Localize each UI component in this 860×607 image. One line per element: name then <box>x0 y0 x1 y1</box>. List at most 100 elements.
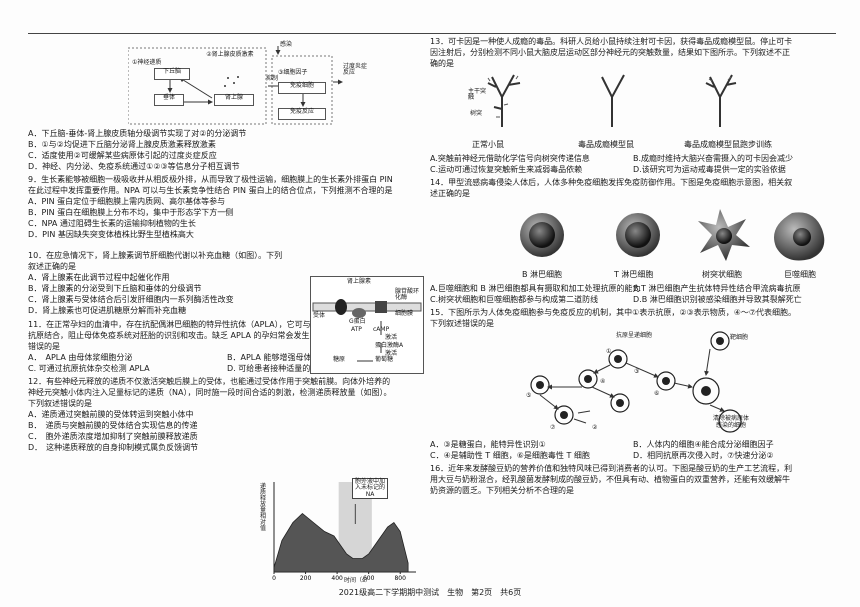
chart-x-tick-label: 800 <box>394 575 406 582</box>
q11-option-c: C. 可通过抗原抗体杂交检测 APLA <box>28 363 150 373</box>
chart-transmitter-release: 0 200 400 600 800 递质释放量相对值 时间（s） 胞外液中加入未标记的N… <box>260 476 422 590</box>
dendrite-caption-normal: 正常小鼠 <box>472 140 504 150</box>
q11-stem-line: 抗原结合，阻止母体免疫系统对胚胎的识别和攻击。缺乏 APLA 的孕妇常会发生习惯… <box>28 330 390 340</box>
dendrite-drawings <box>487 74 737 128</box>
q13-option-c: C.运动可通过恢复突触新生来减弱毒品依赖 <box>430 165 583 175</box>
q8-option-a: A．下丘脑-垂体-肾上腺皮质轴分级调节实现了对②的分泌调节 <box>28 129 247 138</box>
figure-label-cortical-hormone: ②肾上腺皮质激素 <box>206 51 254 58</box>
figure-label-infection: 感染 <box>280 41 293 48</box>
chart-xlabel: 时间（s） <box>344 577 372 584</box>
q13-option-d: D.该研究可为运动戒毒提供一定的实验依据 <box>633 165 786 175</box>
q14-option-b: B.T 淋巴细胞产生抗体特异性结合甲流病毒抗原 <box>633 284 801 294</box>
header-rule-right <box>426 33 836 34</box>
q13-option-b: B.成瘾时维持大脑兴奋需摄入的可卡因会减少 <box>633 154 794 164</box>
figure-neuro-immune: 感染 ①神经递质 ②肾上腺皮质激素 下丘脑 垂体 肾上腺 ③细胞因子 免疫细胞 … <box>128 41 368 127</box>
figure-label-cytokine: ③细胞因子 <box>278 69 308 76</box>
figure-box-hypothalamus: 下丘脑 <box>154 68 190 80</box>
q15-stem-line: 下列叙述错误的是 <box>430 319 494 329</box>
q10-option-b: B．肾上腺素的分泌受到下丘脑和垂体的分级调节 <box>28 284 202 294</box>
figure-signaling-shapes <box>312 299 422 362</box>
figure-label-excessive-inflammation: 过度炎症反应 <box>343 63 368 77</box>
signal-label-adrenaline: 肾上腺素 <box>347 278 372 285</box>
immune-cell-drawings <box>520 209 825 262</box>
dendrite-label-dendrite: 树突 <box>470 110 483 118</box>
signal-label-protein-kinase-a: 蛋白激酶A <box>375 342 404 349</box>
q12-stem-line: 12．有些神经元释放的递质不仅激活突触后膜上的受体，也能通过受体作用于突触前膜。… <box>28 376 391 386</box>
signal-label-g-protein: G蛋白 <box>349 318 366 325</box>
signal-label-glycogen: 糖原 <box>333 356 346 363</box>
q8-option-d: D．神经、内分泌、免疫系统通过①②③等信息分子相互调节 <box>28 162 240 172</box>
q10-stem-line: 10．在应急情况下，肾上腺素调节肝细胞代谢以补充血糖（如图）。下列 <box>28 251 283 261</box>
q8-option-c: C．适度使用②可缓解某些病原体引起的过度炎症反应 <box>28 151 217 161</box>
cell-caption-t: T 淋巴细胞 <box>614 270 654 280</box>
mechanism-label-cell-6: ⑥ <box>654 390 660 398</box>
figure-label-inhibit: 抑制 <box>266 75 279 82</box>
q14-stem-line: 14．甲型流感病毒侵染人体后，人体多种免疫细胞发挥免疫防御作用。下图是免疫细胞示… <box>430 178 793 188</box>
mechanism-label-cell-4: ④ <box>600 378 606 386</box>
q9-option-c: C．NPA 通过阻碍生长素的运输抑制植物的生长 <box>28 219 196 229</box>
q11-stem-line: 11．在正常孕妇的血清中，存在抗配偶淋巴细胞的特异性抗体（APLA），它可与胎儿… <box>28 319 391 329</box>
chart-annotation: 胞外液中加入未标记的NA <box>352 478 388 499</box>
q14-option-d: D.B 淋巴细胞识别被感染细胞并导致其裂解死亡 <box>633 295 802 305</box>
q15-option-a: A．③是糖蛋白，能特异性识别① <box>430 440 546 450</box>
q13-option-a: A.突触前神经元借助化学信号向树突传递信息 <box>430 154 590 164</box>
mechanism-label-antigen: ① <box>606 348 612 356</box>
q9-option-a: A．PIN 蛋白定位于细胞膜上需内质网、高尔基体等参与 <box>28 197 226 207</box>
q14-option-a: A.巨噬细胞和 B 淋巴细胞都具有摄取和加工处理抗原的能力 <box>430 284 641 294</box>
signal-label-glucose: 葡萄糖 <box>375 356 394 363</box>
q9-option-d: D．PIN 基因缺失突变体植株比野生型植株高大 <box>28 230 194 240</box>
signal-label-activate: 激活 <box>385 334 398 341</box>
q15-stem-line: 15．下图所示为人体免疫细胞参与免疫反应的机制，其中①表示抗原，②③表示物质，④… <box>430 308 797 318</box>
q12-option-d: D． 这种递质释放的自身抑制模式属负反馈调节 <box>28 442 199 452</box>
q10-option-d: D．肾上腺素也可促进肌糖原分解而补充血糖 <box>28 306 187 316</box>
figure-box-pituitary: 垂体 <box>154 94 184 106</box>
q13-stem-line: 13．可卡因是一种使人成瘾的毒品。科研人员给小鼠持续注射可卡因，获得毒品成瘾模型… <box>430 37 793 46</box>
q9-option-b: B．PIN 蛋白在细胞膜上分布不均，集中于形态学下方一侧 <box>28 208 234 218</box>
q14-stem-line: 述正确的是 <box>430 189 470 199</box>
chart-x-tick-label: 400 <box>331 575 343 582</box>
signal-label-membrane: 细胞膜 <box>395 310 414 317</box>
q12-option-b: B． 递质与突触前膜的受体结合实现信息的传递 <box>28 420 198 430</box>
q12-stem-line: 下列叙述错误的是 <box>28 398 92 408</box>
mechanism-label-substance-2: ② <box>592 424 598 432</box>
chart-x-tick-label: 600 <box>363 575 375 582</box>
q13-stem-line: 因注射后，分别检测不同小鼠大脑皮层运动区部分神经元的突触数量，结果如下图所示。下… <box>430 48 790 58</box>
q8-option-b: B．①与②均促进下丘脑分泌肾上腺皮质激素释放激素 <box>28 140 216 150</box>
q10-option-c: C．肾上腺素与受体结合后引发肝细胞内一系列酶活性改变 <box>28 295 234 305</box>
figure-adrenaline-signaling: 肾上腺素 受体 G蛋白 腺苷酸环化酶 ATP cAMP 激活 蛋白激酶A 激活 … <box>310 276 424 374</box>
mechanism-drawing <box>530 331 742 433</box>
q16-stem-line: 用大豆与奶粉混合，经乳酸菌发酵制成的酸豆奶，不但具有动、植物蛋白的双重营养，还能… <box>430 475 790 485</box>
q12-option-c: C． 胞外递质浓度增加抑制了突触前膜释放递质 <box>28 431 198 441</box>
signal-label-receptor: 受体 <box>313 312 326 319</box>
figure-immune-mechanism: 抗原呈递细胞 靶细胞 ① ② ③ ④ ⑤ ⑥ ⑦ 清除被病原体感染的细胞 <box>430 329 836 439</box>
signal-label-camp: cAMP <box>373 326 390 333</box>
dendrite-caption-trained: 毒品成瘾模型鼠跑步训练 <box>684 140 772 150</box>
header-rule-left <box>28 33 426 34</box>
chart-series-area <box>273 512 409 573</box>
mechanism-label-cell-5: ⑤ <box>526 392 532 400</box>
q12-stem-line: 神经元突触小体内注入足量标记的递质（NA），同时施一段时间合适的刺激，检测递质释… <box>28 387 392 397</box>
mechanism-label-cell-7: ⑦ <box>550 424 556 432</box>
chart-ylabel: 递质释放量相对值 <box>260 483 267 532</box>
q11-option-a: A． APLA 由母体浆细胞分泌 <box>28 352 133 362</box>
chart-svg: 0 200 400 600 800 <box>272 482 416 582</box>
figure-arrows <box>128 46 343 125</box>
q10-stem-line: 叙述正确的是 <box>28 262 76 272</box>
q11-option-d: D. 可给患者接种适量的配偶淋巴细胞进行治疗 <box>227 363 391 373</box>
figure-immune-cells <box>430 199 836 271</box>
figure-box-immune-response: 免疫反应 <box>278 108 326 120</box>
chart-x-tick-label: 0 <box>272 575 276 582</box>
mechanism-label-substance-3: ③ <box>634 368 640 376</box>
q15-option-d: D．相同抗原再次侵入时，⑦快速分泌② <box>633 451 774 461</box>
q9-stem-line: 9．生长素能够被细胞一极吸收并从相反极外排，从而导致了极性运输，细胞膜上的生长素… <box>28 175 393 185</box>
chart-x-tick-label: 200 <box>300 575 312 582</box>
signal-label-atp: ATP <box>351 326 362 333</box>
right-column: 13．可卡因是一种使人成瘾的毒品。科研人员给小鼠持续注射可卡因，获得毒品成瘾模型… <box>430 36 836 497</box>
q15-option-b: B．人体内的细胞④能合成分泌细胞因子 <box>633 440 774 450</box>
q11-stem-line: 错误的是 <box>28 341 60 351</box>
q16-stem-line: 奶资源的匮乏。下列相关分析不合理的是 <box>430 486 574 496</box>
dendrite-caption-addicted: 毒品成瘾模型鼠 <box>578 140 634 150</box>
q9-stem-line: 在此过程中发挥重要作用。NPA 可以与生长素竞争性结合 PIN 蛋白上的结合位点… <box>28 186 393 196</box>
cell-caption-macrophage: 巨噬细胞 <box>784 270 816 280</box>
q14-option-c: C.树突状细胞和巨噬细胞都参与构成第二道防线 <box>430 295 599 305</box>
